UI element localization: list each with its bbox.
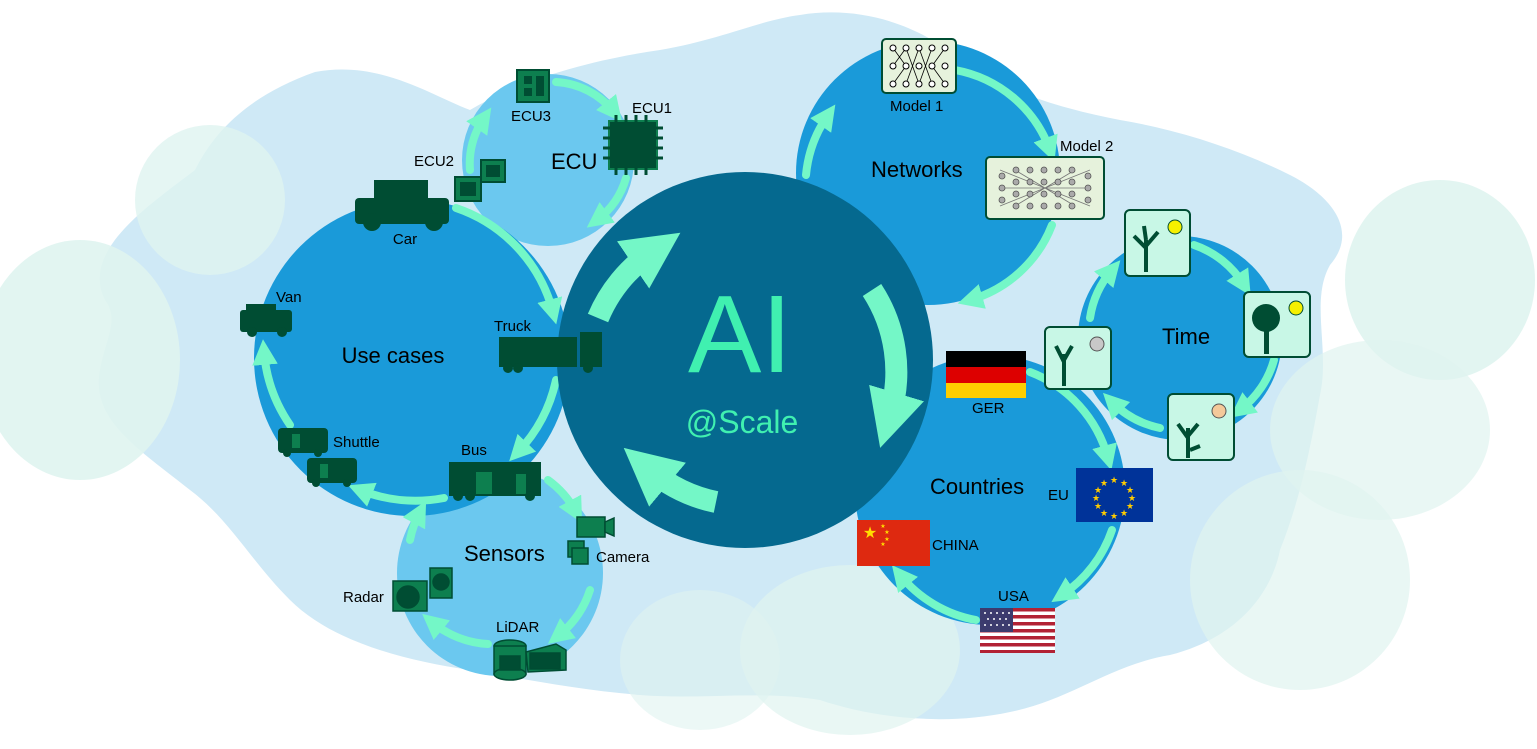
usa-label: USA xyxy=(998,588,1029,605)
truck-label: Truck xyxy=(494,318,531,335)
svg-text:★: ★ xyxy=(1128,493,1136,503)
ai-title: AI xyxy=(688,273,792,396)
china-flag-icon: ★ ★ ★ ★ ★ xyxy=(857,520,930,566)
svg-text:★: ★ xyxy=(1120,508,1128,518)
background-mint-blob xyxy=(0,240,180,480)
cycle-arrow xyxy=(1190,241,1251,296)
center-cycle-arrow xyxy=(862,283,924,448)
model2-label: Model 2 xyxy=(1060,138,1113,155)
truck-icon xyxy=(499,332,602,373)
ecu-chip-icon xyxy=(516,69,550,103)
bus-label: Bus xyxy=(461,442,487,459)
eu-flag-icon: ★★★ ★★★ ★★★ ★★★ xyxy=(1076,468,1153,522)
cycle-arrow xyxy=(465,107,492,174)
cycle-arrow xyxy=(452,204,563,325)
cycle-arrow xyxy=(544,476,583,524)
svg-text:★: ★ xyxy=(1110,475,1118,485)
radar-icon xyxy=(392,567,453,612)
neural-network-icon xyxy=(881,38,957,94)
cycle-arrows xyxy=(252,66,1278,648)
cycle-arrow xyxy=(252,339,294,429)
cycle-arrow xyxy=(951,66,1058,163)
ecu-chip-icon xyxy=(454,159,506,202)
svg-text:★: ★ xyxy=(1126,485,1134,495)
cycle-arrow xyxy=(1102,392,1164,432)
cycle-arrow xyxy=(1229,356,1278,418)
svg-text:★: ★ xyxy=(1094,501,1102,511)
cycle-arrow xyxy=(552,78,622,123)
model1-label: Model 1 xyxy=(890,98,943,115)
ger-label: GER xyxy=(972,400,1005,417)
shuttle-icon xyxy=(278,428,357,487)
svg-text:★: ★ xyxy=(1094,485,1102,495)
use-cases-title: Use cases xyxy=(342,343,445,368)
ecu-chip-icon xyxy=(603,115,663,175)
center-cycle-arrow xyxy=(587,232,681,323)
ecu2-label: ECU2 xyxy=(414,153,454,170)
svg-text:★: ★ xyxy=(1100,508,1108,518)
svg-text:★: ★ xyxy=(863,525,877,542)
ecu-title: ECU xyxy=(551,149,597,174)
time-title: Time xyxy=(1162,324,1210,349)
lidar-label: LiDAR xyxy=(496,619,540,636)
camera-label: Camera xyxy=(596,549,650,566)
background-mint-blob xyxy=(135,125,285,275)
tree-icon xyxy=(1167,393,1235,461)
countries-title: Countries xyxy=(930,474,1024,499)
cycle-arrow xyxy=(802,104,836,179)
van-icon xyxy=(240,304,292,337)
bus-icon xyxy=(449,462,541,501)
svg-text:★: ★ xyxy=(1126,501,1134,511)
svg-text:★: ★ xyxy=(1092,493,1100,503)
shuttle-label: Shuttle xyxy=(333,434,380,451)
tree-icon xyxy=(1243,291,1311,358)
ai-subtitle: @Scale xyxy=(686,404,799,440)
networks-title: Networks xyxy=(871,157,963,182)
sensors-title: Sensors xyxy=(464,541,545,566)
camera-icon xyxy=(567,516,615,565)
car-label: Car xyxy=(393,231,417,248)
tree-icon xyxy=(1124,209,1191,277)
van-label: Van xyxy=(276,289,302,306)
china-label: CHINA xyxy=(932,537,979,554)
svg-text:★: ★ xyxy=(884,536,889,543)
cycle-arrow xyxy=(402,500,427,544)
cycle-arrow xyxy=(348,482,448,507)
svg-text:★: ★ xyxy=(884,529,889,536)
svg-text:★: ★ xyxy=(1110,511,1118,521)
svg-text:★: ★ xyxy=(880,523,885,530)
tree-icon xyxy=(1044,326,1112,390)
svg-text:★: ★ xyxy=(1100,478,1108,488)
usa-flag-icon xyxy=(980,608,1055,653)
center-arrows xyxy=(587,232,924,513)
ecu1-label: ECU1 xyxy=(632,100,672,117)
ecu3-label: ECU3 xyxy=(511,108,551,125)
cycle-arrow xyxy=(957,221,1056,309)
svg-text:★: ★ xyxy=(880,541,885,548)
car-icon xyxy=(355,180,449,231)
cycle-arrow xyxy=(422,613,492,648)
radar-label: Radar xyxy=(343,589,384,606)
cycle-arrow xyxy=(1086,260,1121,322)
cycle-arrow xyxy=(509,376,560,462)
germany-flag-icon xyxy=(946,351,1026,398)
background-mint-blob xyxy=(740,565,960,735)
background-mint-blob xyxy=(620,590,780,730)
neural-network-icon xyxy=(985,156,1105,220)
lidar-icon xyxy=(493,639,567,681)
background-mint-blob xyxy=(1345,180,1535,380)
svg-text:★: ★ xyxy=(1120,478,1128,488)
cycle-arrow xyxy=(547,586,594,644)
cycle-arrow xyxy=(1051,526,1116,603)
cycle-arrow xyxy=(586,174,630,228)
background-mint-blob xyxy=(1190,470,1410,690)
eu-label: EU xyxy=(1048,487,1069,504)
cycle-arrow xyxy=(1026,368,1117,471)
cycle-arrow xyxy=(891,565,980,624)
use-cases-circle xyxy=(254,200,570,516)
center-cycle-arrow xyxy=(623,447,719,513)
